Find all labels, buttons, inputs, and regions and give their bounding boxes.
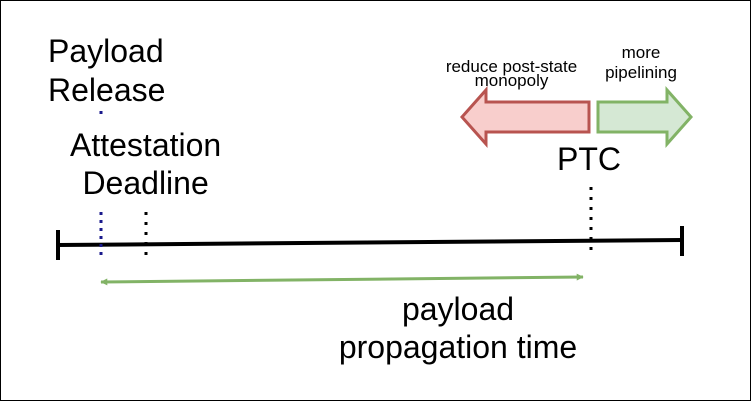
payload-release-label-line2: Release: [48, 72, 166, 108]
more-arrow-label: more pipelining: [595, 44, 687, 81]
timeline-line: [57, 238, 683, 247]
propagation-arrow: [100, 273, 584, 286]
reduce-arrow-label-line2: monopoly: [474, 71, 549, 90]
propagation-label-line2: propagation time: [338, 329, 578, 365]
attestation-deadline-label-line2: Deadline: [82, 165, 209, 201]
ptc-label: PTC: [557, 141, 621, 177]
payload-release-label: Payload Release: [48, 35, 165, 106]
more-arrow-shape: [596, 86, 694, 148]
payload-release-label-line1: Payload: [48, 33, 164, 69]
attestation-deadline-label: Attestation Deadline: [70, 129, 221, 199]
propagation-label-line1: payload: [401, 291, 515, 327]
reduce-arrow-label: reduce post-state monopoly: [434, 58, 589, 89]
more-arrow-label-line1: more: [621, 43, 661, 62]
more-arrow-label-line2: pipelining: [605, 63, 677, 82]
reduce-arrow-label-line1: reduce post-state: [445, 57, 578, 76]
reduce-arrow-shape: [459, 86, 591, 148]
propagation-label: payload propagation time: [327, 293, 589, 363]
attestation-deadline-label-line1: Attestation: [70, 127, 222, 163]
